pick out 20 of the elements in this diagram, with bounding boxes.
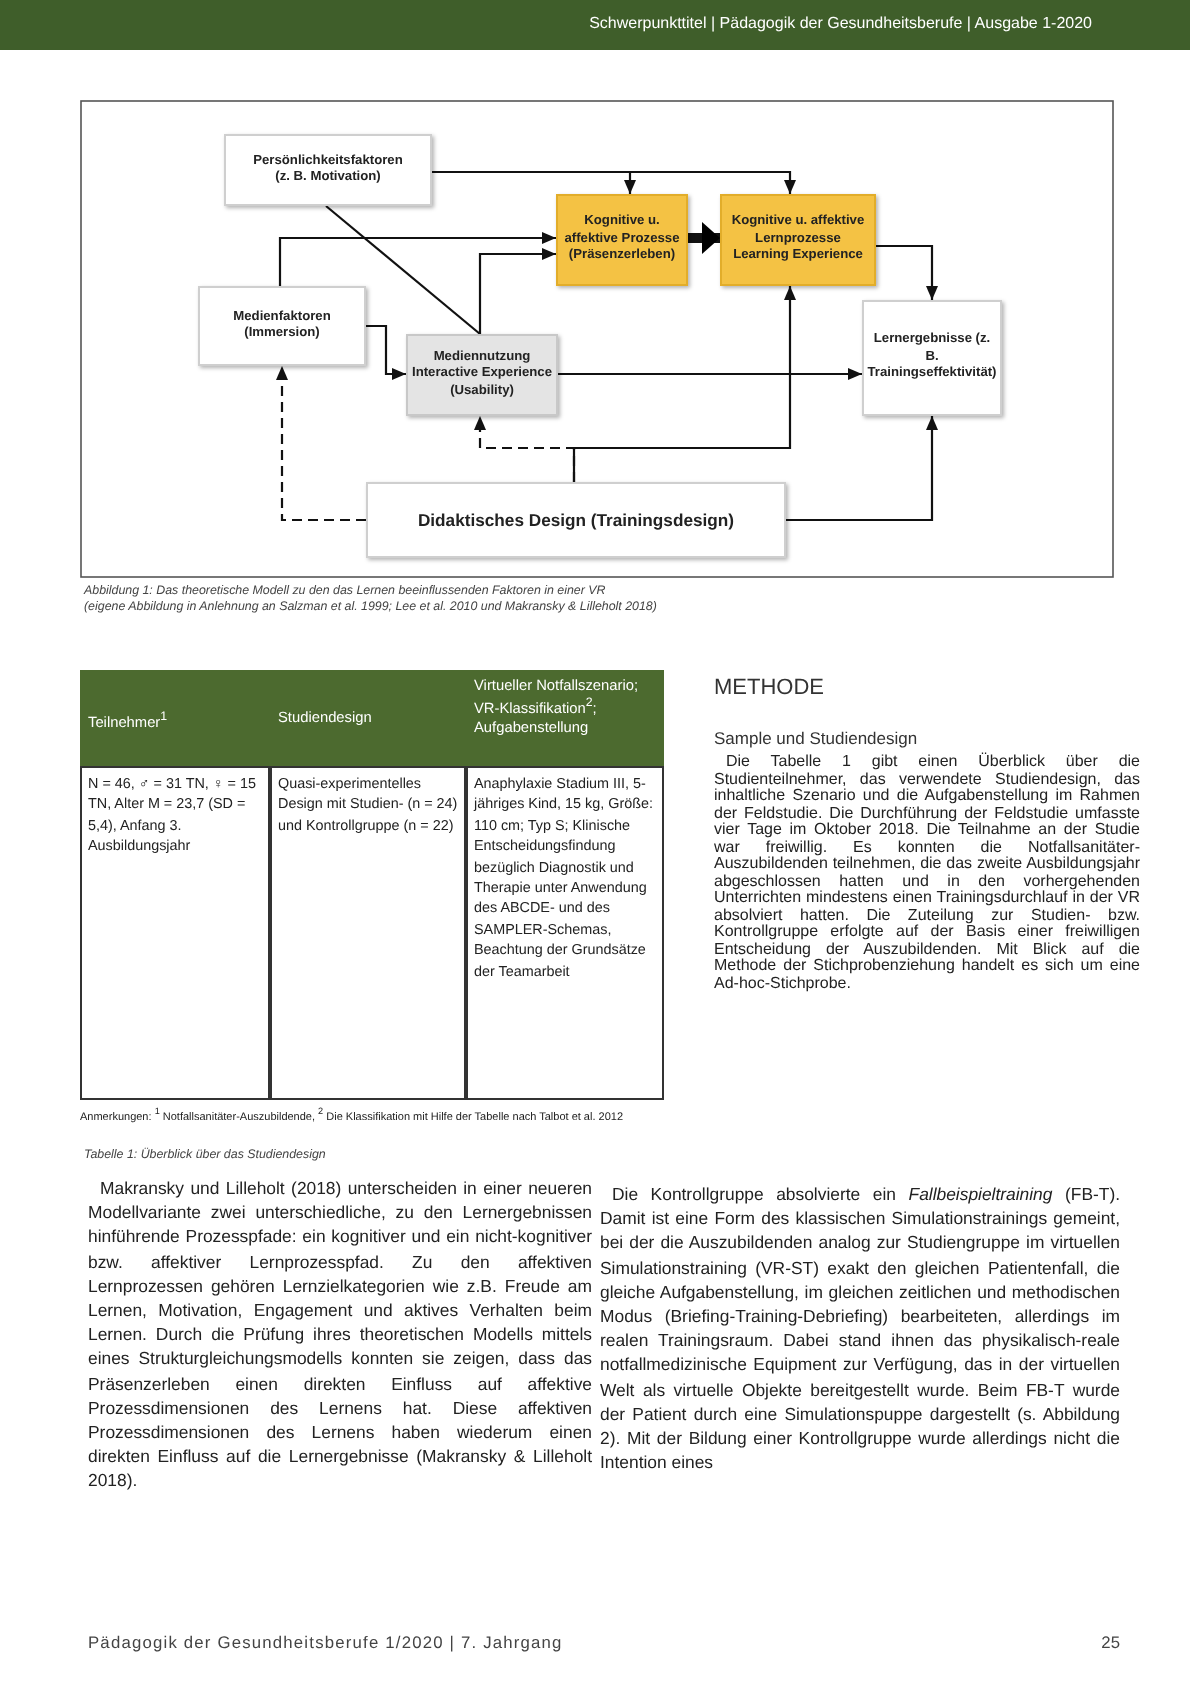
arrow [278, 232, 556, 286]
page-number: 25 [1099, 1632, 1120, 1653]
footer-text: Pädagogik der Gesundheitsberufe 1/2020 | 7. Jahrgang [88, 1632, 565, 1653]
dashed-arrow [474, 416, 576, 482]
body-paragraph: Die Kontrollgruppe absolvierte ein Fallbeispieltraining (FB-T). Damit ist eine Form des klassischen Simulationstrainings gemeint, bei der die Auszubildenden analog zur Studiengruppe im virtuellen Simulationstraining (VR-ST) exakt den gleichen Patientenfall, die gleiche Aufgabenstellung, im gleichen zeitlichen und methodischen Modus (Briefing-Training-Debriefing) bearbeiteten, allerdings im realen Trainingsraum. Dabei stand ihnen das physikalisch-reale notfallmedizinische Equipment zur Verfügung, das in der virtuellen Welt als virtuelle Objekte bereitgestellt wurde. Beim FB-T wurde der Patient durch eine Simulationspuppe dargestellt (s. Abbildung 2). Mit der Bildung einer Kontrollgruppe wurde allerdings nicht die Intention eines [600, 1182, 1120, 1475]
section-heading: METHODE [714, 676, 826, 704]
arrow [366, 324, 406, 380]
header-text: Schwerpunkttitel | Pädagogik der Gesundheitsberufe | Ausgabe 1-2020 [587, 14, 1092, 34]
dashed-arrow [276, 366, 366, 522]
thick-arrow [688, 222, 720, 254]
connector-line [325, 205, 481, 335]
arrow [432, 170, 796, 194]
arrow [876, 244, 938, 300]
subheading: Sample und Studiendesign [714, 728, 920, 750]
arrow [558, 368, 862, 380]
factor-box: Didaktisches Design (Trainingsdesign) [366, 482, 786, 558]
body-paragraph: Makransky und Lilleholt (2018) unterscheiden in einer neueren Modellvariante zwei unterschiedliche, zu den Lernergebnissen hinführende Prozesspfade: ein kognitiver und ein nicht-kognitiver bzw. affektiver Lernprozesspfad. Zu den affektiven Lernprozessen gehören Lernzielkategorien wie z.B. Freude am Lernen, Motivation, Engagement und aktives Verhalten beim Lernen. Durch die Prüfung ihres theoretischen Modells mittels eines Strukturgleichungsmodells konnten sie zeigen, dass das Präsenzerleben einen direkten Einfluss auf affektive Prozessdimensionen des Lernens hat. Diese affektiven Prozessdimensionen des Lernens haben wiederum einen direkten Einfluss auf die Lernergebnisse (Makransky & Lilleholt 2018). [88, 1176, 592, 1494]
arrow [786, 416, 938, 522]
arrow [478, 248, 556, 334]
body-paragraph: Die Tabelle 1 gibt einen Überblick über die Studienteilnehmer, das verwendete Studiendesign, das inhaltliche Szenario und die Aufgabenstellung im Rahmen der Feldstudie. Die Durchführung der Feldstudie umfasste vier Tage im Oktober 2018. Die Teilnahme an der Studie war freiwillig. Es konnten die Notfallsanitäter-Auszubildenden teilnehmen, die das zweite Ausbildungsjahr abgeschlossen hatten und in den vorhergehenden Unterrichten mindestens einen Trainingsdurchlauf in der VR absolviert hatten. Die Zuteilung zur Studien- bzw. Kontrollgruppe erfolgte auf der Basis einer freiwilligen Entscheidung der Auszubildenden. Mit Blick auf die Methode der Stichprobenziehung handelt es sich um eine Ad-hoc-Stichprobe. [714, 754, 1140, 992]
